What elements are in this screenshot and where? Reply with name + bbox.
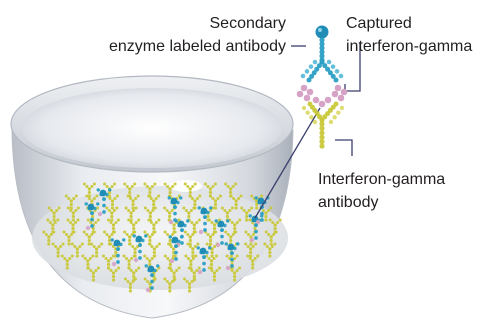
antibody-sandwich-detail <box>297 26 348 149</box>
secondary-antibody-detail <box>301 37 344 82</box>
leader-ifn-antibody <box>335 140 352 156</box>
enzyme-label <box>316 26 329 39</box>
interferon-gamma-antibody-detail <box>302 102 344 149</box>
label-ifn-antibody-line2: antibody <box>318 193 379 213</box>
label-captured-line2: interferon-gamma <box>346 37 472 57</box>
label-captured-line1: Captured <box>346 14 412 34</box>
label-secondary-line1: Secondary <box>185 14 286 34</box>
label-secondary-line2: enzyme labeled antibody <box>60 37 286 57</box>
label-ifn-antibody-line1: Interferon-gamma <box>318 170 445 190</box>
captured-interferon-gamma <box>297 85 348 108</box>
